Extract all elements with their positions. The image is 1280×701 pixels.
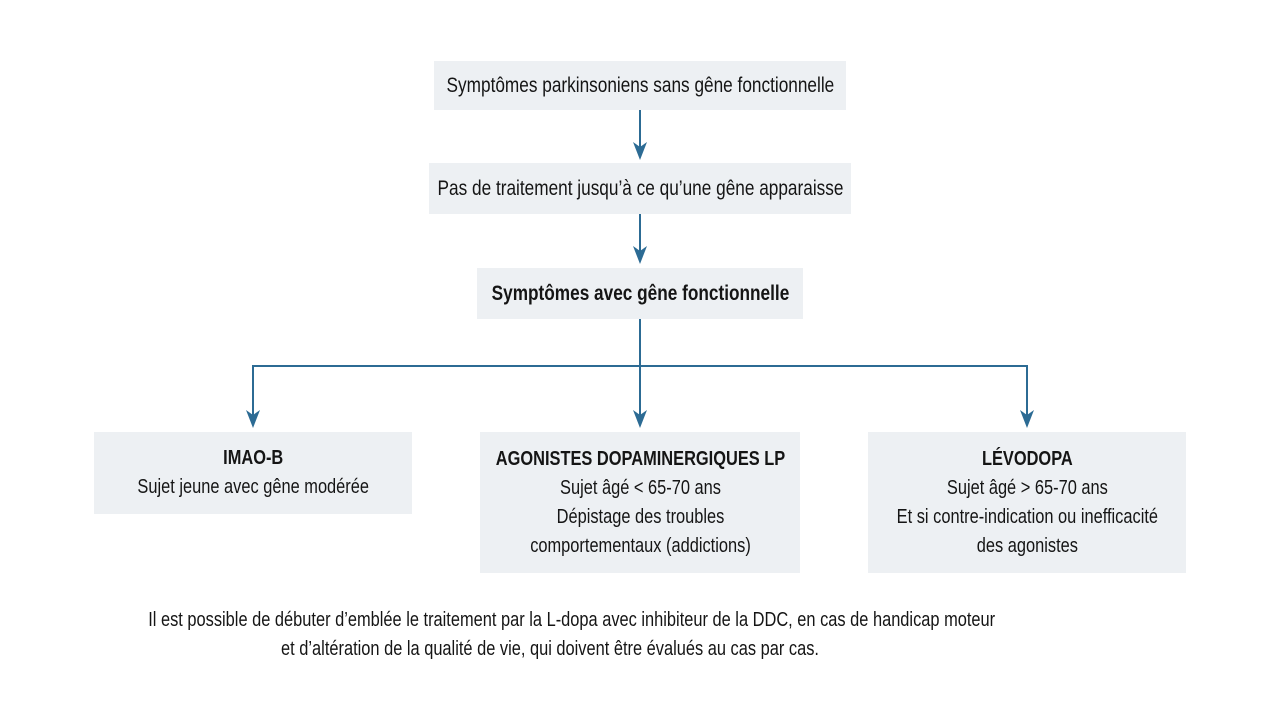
node-agonistes-dopaminergiques-details: Sujet âgé < 65-70 ans Dépistage des trou… <box>529 476 751 557</box>
node-symptoms-without-impairment-label: Symptômes parkinsoniens sans gêne foncti… <box>446 73 834 97</box>
node-levodopa: LÉVODOPA Sujet âgé > 65-70 ans Et si con… <box>868 432 1186 573</box>
arrow-branch-left <box>246 366 260 428</box>
node-imao-b-details: Sujet jeune avec gêne modérée <box>137 476 369 498</box>
arrow-step1-to-step2 <box>633 110 647 160</box>
node-imao-b: IMAO-B Sujet jeune avec gêne modérée <box>94 432 412 514</box>
split-connector <box>252 319 1028 367</box>
node-symptoms-with-impairment-label: Symptômes avec gêne fonctionnelle <box>491 281 789 305</box>
node-symptoms-with-impairment: Symptômes avec gêne fonctionnelle <box>477 268 803 319</box>
node-agonistes-dopaminergiques-title: AGONISTES DOPAMINERGIQUES LP <box>495 447 785 470</box>
arrow-branch-middle <box>633 366 647 428</box>
arrow-step2-to-step3 <box>633 214 647 264</box>
arrow-branch-right <box>1020 366 1034 428</box>
node-levodopa-details: Sujet âgé > 65-70 ans Et si contre-indic… <box>896 476 1158 557</box>
footnote: Il est possible de débuter d’emblée le t… <box>148 609 996 660</box>
node-no-treatment-label: Pas de traitement jusqu’à ce qu’une gêne… <box>437 176 843 200</box>
node-imao-b-title: IMAO-B <box>222 447 284 469</box>
node-levodopa-title: LÉVODOPA <box>981 447 1073 470</box>
node-agonistes-dopaminergiques: AGONISTES DOPAMINERGIQUES LP Sujet âgé <… <box>480 432 800 573</box>
node-symptoms-without-impairment: Symptômes parkinsoniens sans gêne foncti… <box>434 61 846 110</box>
node-no-treatment: Pas de traitement jusqu’à ce qu’une gêne… <box>429 163 851 214</box>
